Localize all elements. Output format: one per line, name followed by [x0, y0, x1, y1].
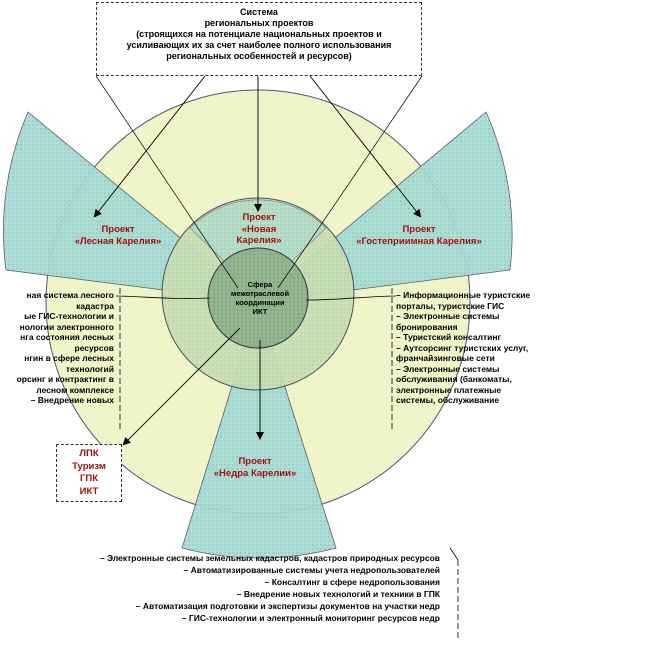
- connector-left: [115, 295, 211, 299]
- title-line: (строящихся на потенциале национальных п…: [136, 29, 382, 39]
- center-label-line: межотраслевой: [230, 289, 290, 298]
- center-label-line: Сфера: [247, 280, 273, 289]
- title-line: усиливающих их за счет наиболее полного …: [126, 40, 392, 50]
- bottom-list-item: – Автоматизированные системы учета недро…: [183, 565, 440, 575]
- title-line: региональных проектов: [204, 18, 314, 28]
- arrow-to-hospitable: [309, 75, 422, 218]
- arrow-to-forest: [93, 75, 206, 218]
- bottom-list-item: – Внедрение новых технологий и техники в…: [236, 589, 440, 599]
- abbr-item: Туризм: [72, 460, 106, 472]
- right-list-item: электронные платежные: [396, 384, 502, 395]
- bottom-list-item: – Электронные системы земельных кадастро…: [99, 553, 440, 563]
- title-line: региональных особенностей и ресурсов): [166, 51, 352, 61]
- left-list-item: кадастра: [76, 300, 114, 311]
- line-title-right: [277, 75, 423, 289]
- abbr-item: ИКТ: [79, 485, 99, 497]
- right-list-item: обслуживания (банкоматы,: [396, 374, 512, 384]
- project-new-line: «Новая: [241, 223, 277, 235]
- title-line: Система: [240, 7, 278, 17]
- project-forest: Проект«Лесная Карелия»: [58, 224, 178, 247]
- left-list-item: ресурсов: [74, 342, 115, 353]
- right-list-item: бронирования: [396, 321, 458, 332]
- left-list-item: ые ГИС-технологии и: [24, 311, 114, 321]
- right-list: – Информационные туристские порталы, тур…: [396, 290, 566, 406]
- project-subsoil-line: Проект: [238, 456, 272, 467]
- sector-subsoil: [181, 300, 337, 559]
- left-list-item: нга состояния лесных: [20, 332, 114, 342]
- left-list-item: ная система лесного: [26, 290, 114, 300]
- abbr-item: ГПК: [79, 473, 98, 484]
- center-label-line: координации: [235, 298, 285, 307]
- center-label-line: ИКТ: [252, 307, 268, 316]
- bottom-list: – Электронные системы земельных кадастро…: [30, 552, 440, 624]
- project-new-line: Карелия»: [236, 235, 282, 246]
- project-new-line: Проект: [242, 212, 276, 223]
- right-list-item: франчайзинговые сети: [396, 353, 495, 363]
- project-hospitable: Проект«Гостеприимная Карелия»: [344, 224, 494, 247]
- project-subsoil: Проект«Недра Карелии»: [200, 456, 310, 479]
- right-list-item: – Электронные системы: [396, 311, 500, 321]
- project-hospitable-line: Проект: [402, 224, 436, 235]
- right-list-item: системы, обслуживание: [396, 395, 500, 405]
- bottom-list-item: – Консалтинг в сфере недропользования: [264, 577, 440, 587]
- right-list-item: – Аутсорсинг туристских услуг,: [396, 342, 529, 353]
- left-list-item: нологии электронного: [19, 321, 114, 332]
- bottom-list-item: – ГИС-технологии и электронный мониторин…: [181, 613, 440, 623]
- project-forest-line: Проект: [101, 224, 135, 235]
- line-title-left: [95, 75, 239, 289]
- right-list-item: – Информационные туристские: [396, 290, 531, 300]
- abbr-item: ЛПК: [79, 448, 99, 459]
- arrow-core-to-abbr: [122, 327, 241, 446]
- left-list-item: – Внедрение новых: [30, 395, 114, 405]
- right-list-item: – Электронные системы: [396, 363, 500, 374]
- right-list-item: – Туристский консалтинг: [396, 332, 502, 342]
- right-list-item: порталы, туристские ГИС: [396, 300, 505, 311]
- connector-right: [305, 295, 397, 301]
- project-subsoil-line: «Недра Карелии»: [213, 467, 297, 479]
- left-list-item: нгин в сфере лесных: [24, 353, 114, 363]
- project-forest-line: «Лесная Карелия»: [74, 235, 162, 247]
- bracket-bottom: [449, 547, 459, 561]
- project-hospitable-line: «Гостеприимная Карелия»: [356, 235, 482, 247]
- bottom-list-item: – Автоматизация подготовки и экспертизы …: [135, 601, 440, 611]
- left-list-item: технологий: [65, 363, 114, 374]
- left-list-item: лесном комплексе: [36, 384, 114, 395]
- left-list-item: орсинг и контрактинг в: [16, 374, 114, 384]
